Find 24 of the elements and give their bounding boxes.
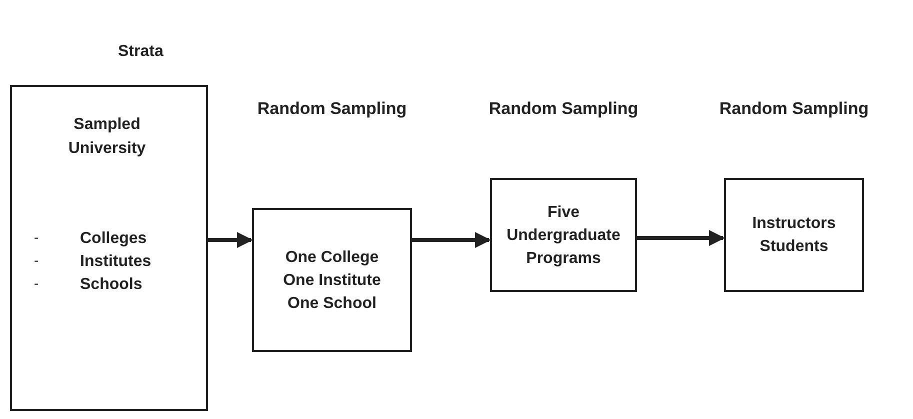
box-text: One College [285, 248, 379, 268]
box-text: Students [760, 237, 828, 257]
box-text: One Institute [283, 270, 381, 290]
arrow [208, 232, 253, 248]
bullet-dash: - [34, 274, 39, 293]
process-box [724, 178, 864, 292]
box-title: Sampled University [67, 115, 147, 159]
process-box [252, 208, 412, 352]
arrow [637, 230, 725, 246]
list-item: Institutes [80, 252, 152, 272]
list-item: Schools [80, 275, 142, 295]
step-label: Random Sampling [256, 98, 408, 120]
step-label: Random Sampling [488, 98, 640, 120]
bullet-dash: - [34, 251, 39, 270]
box-text: One School [288, 294, 376, 314]
box-text: Five Undergraduate Programs [506, 202, 622, 268]
heading: Strata [118, 42, 164, 62]
bullet-dash: - [34, 228, 39, 247]
list-item: Colleges [80, 229, 147, 249]
process-box [490, 178, 637, 292]
step-label: Random Sampling [718, 98, 870, 120]
strata-box [10, 85, 208, 411]
arrow [412, 232, 491, 248]
box-text: Instructors [752, 214, 836, 234]
